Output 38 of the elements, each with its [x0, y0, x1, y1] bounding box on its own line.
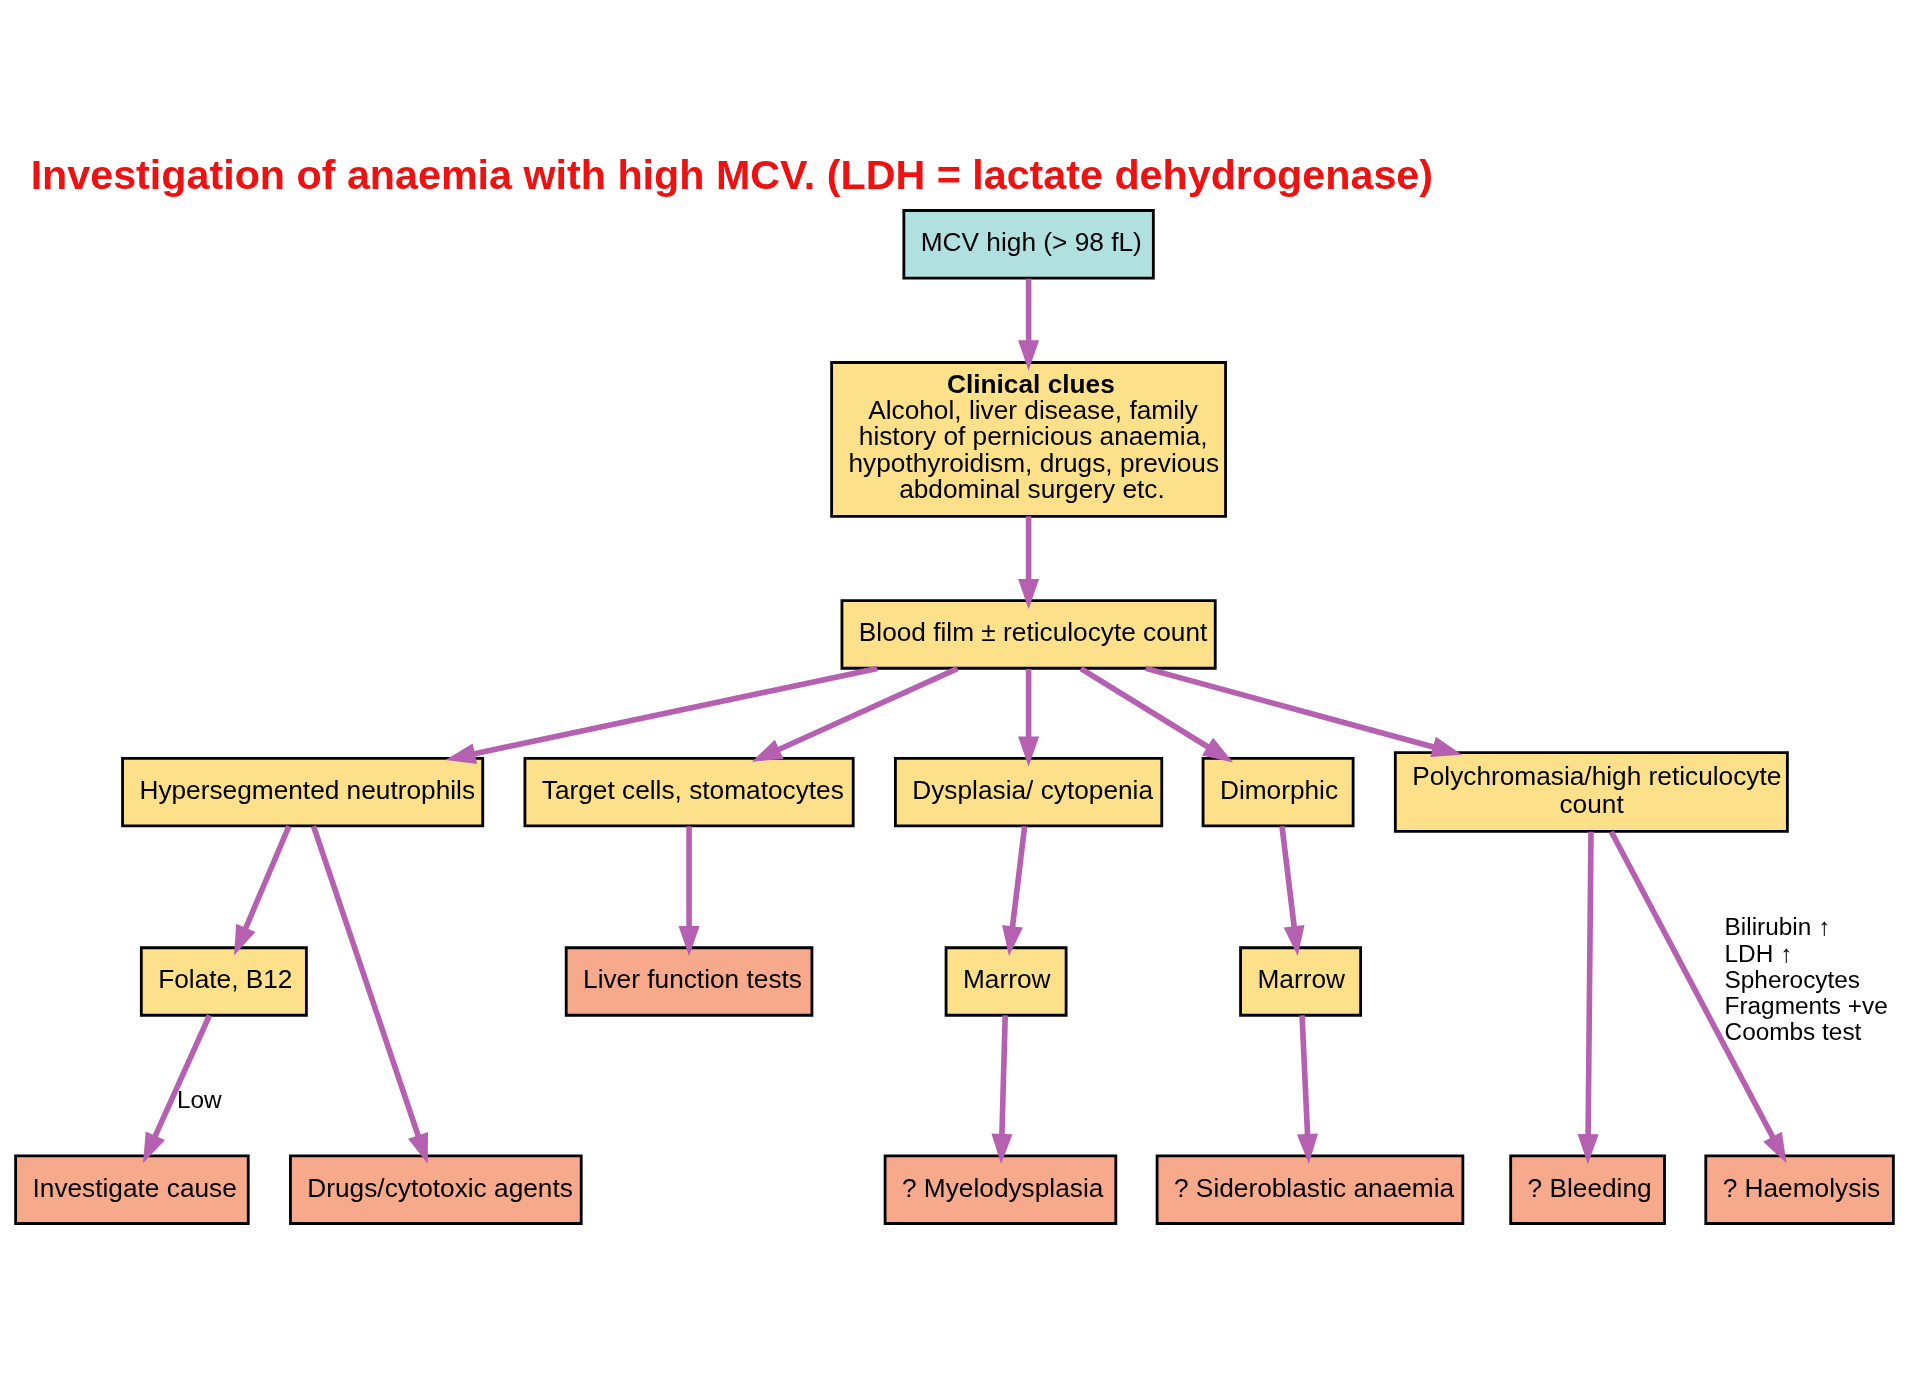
node-box: Clinical clues Alcohol, liver disease, family history of pernicious anaemia, hypothyroidism, drugs, previous abdominal surgery etc.: [830, 360, 1227, 518]
edge-label: Low: [176, 1085, 222, 1113]
arrow: [1577, 831, 1599, 1164]
arrow: [678, 825, 700, 956]
node-box: Target cells, stomatocytes: [523, 756, 855, 827]
node-box: Drugs/cytotoxic agents: [289, 1154, 583, 1225]
node-box: Polychromasia/high reticulocyte count: [1393, 750, 1789, 833]
arrow: [1018, 278, 1040, 370]
node-box: Dimorphic: [1201, 756, 1355, 827]
node-box: ? Sideroblastic anaemia: [1155, 1154, 1465, 1225]
arrow: [143, 1013, 213, 1163]
arrow: [1002, 825, 1028, 956]
node-box: Marrow: [1239, 945, 1363, 1017]
arrow: [445, 665, 878, 764]
edge-label: Bilirubin ↑ LDH ↑ Spherocytes Fragments +ve Coombs test: [1724, 912, 1888, 1045]
arrow: [1296, 1014, 1319, 1164]
arrow: [1279, 825, 1305, 956]
node-box: MCV high (> 98 fL): [902, 208, 1155, 279]
arrow: [1018, 668, 1040, 767]
diagram-title: Investigation of anaemia with high MCV. (LDH = lactate dehydrogenase): [30, 151, 1434, 198]
node-box: Hypersegmented neutrophils: [121, 756, 485, 827]
arrow: [310, 824, 429, 1164]
node-box: Liver function tests: [564, 945, 814, 1017]
node-box: Blood film ± reticulocyte count: [840, 598, 1217, 670]
arrow: [751, 665, 959, 762]
node-box: Dysplasia/ cytopenia: [894, 756, 1164, 827]
node-box: ? Myelodysplasia: [883, 1154, 1118, 1225]
node-box: Folate, B12: [139, 945, 308, 1017]
arrow: [991, 1014, 1013, 1164]
node-box: ? Haemolysis: [1704, 1154, 1895, 1225]
arrow: [1079, 665, 1234, 762]
arrow: [234, 824, 292, 955]
arrow: [1145, 665, 1463, 757]
arrow: [1608, 829, 1787, 1163]
arrow: [1018, 515, 1040, 609]
node-box: Investigate cause: [14, 1154, 250, 1225]
node-box: ? Bleeding: [1509, 1154, 1666, 1225]
node-box: Marrow: [944, 945, 1068, 1017]
